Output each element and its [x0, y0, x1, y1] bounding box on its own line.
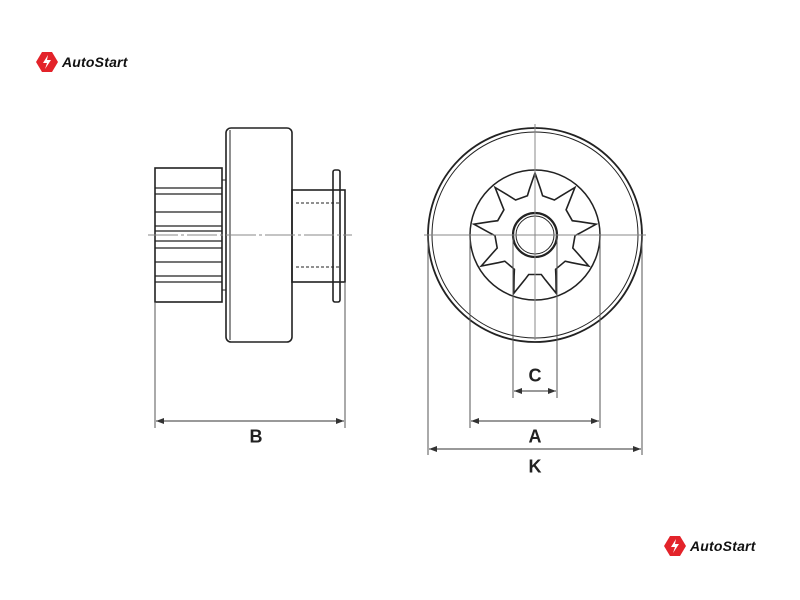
dimension-label-b: B: [249, 426, 263, 447]
autostart-logo-icon: [664, 536, 686, 556]
logo-bottom: AutoStart: [664, 536, 756, 556]
pinion-teeth-lines: [155, 187, 222, 283]
pinion-gear: [471, 170, 599, 296]
dimension-label-a: A: [528, 426, 542, 447]
logo-text: AutoStart: [690, 538, 756, 554]
autostart-logo-icon: [36, 52, 58, 72]
flange: [332, 169, 341, 303]
dimension-label-c: C: [528, 365, 542, 386]
shaft: [291, 189, 346, 283]
dimension-arrows: [156, 388, 641, 452]
extension-lines: [154, 235, 643, 455]
logo-top: AutoStart: [36, 52, 128, 72]
logo-text: AutoStart: [62, 54, 128, 70]
dimension-label-k: K: [528, 456, 542, 477]
front-centerlines: [424, 124, 646, 340]
